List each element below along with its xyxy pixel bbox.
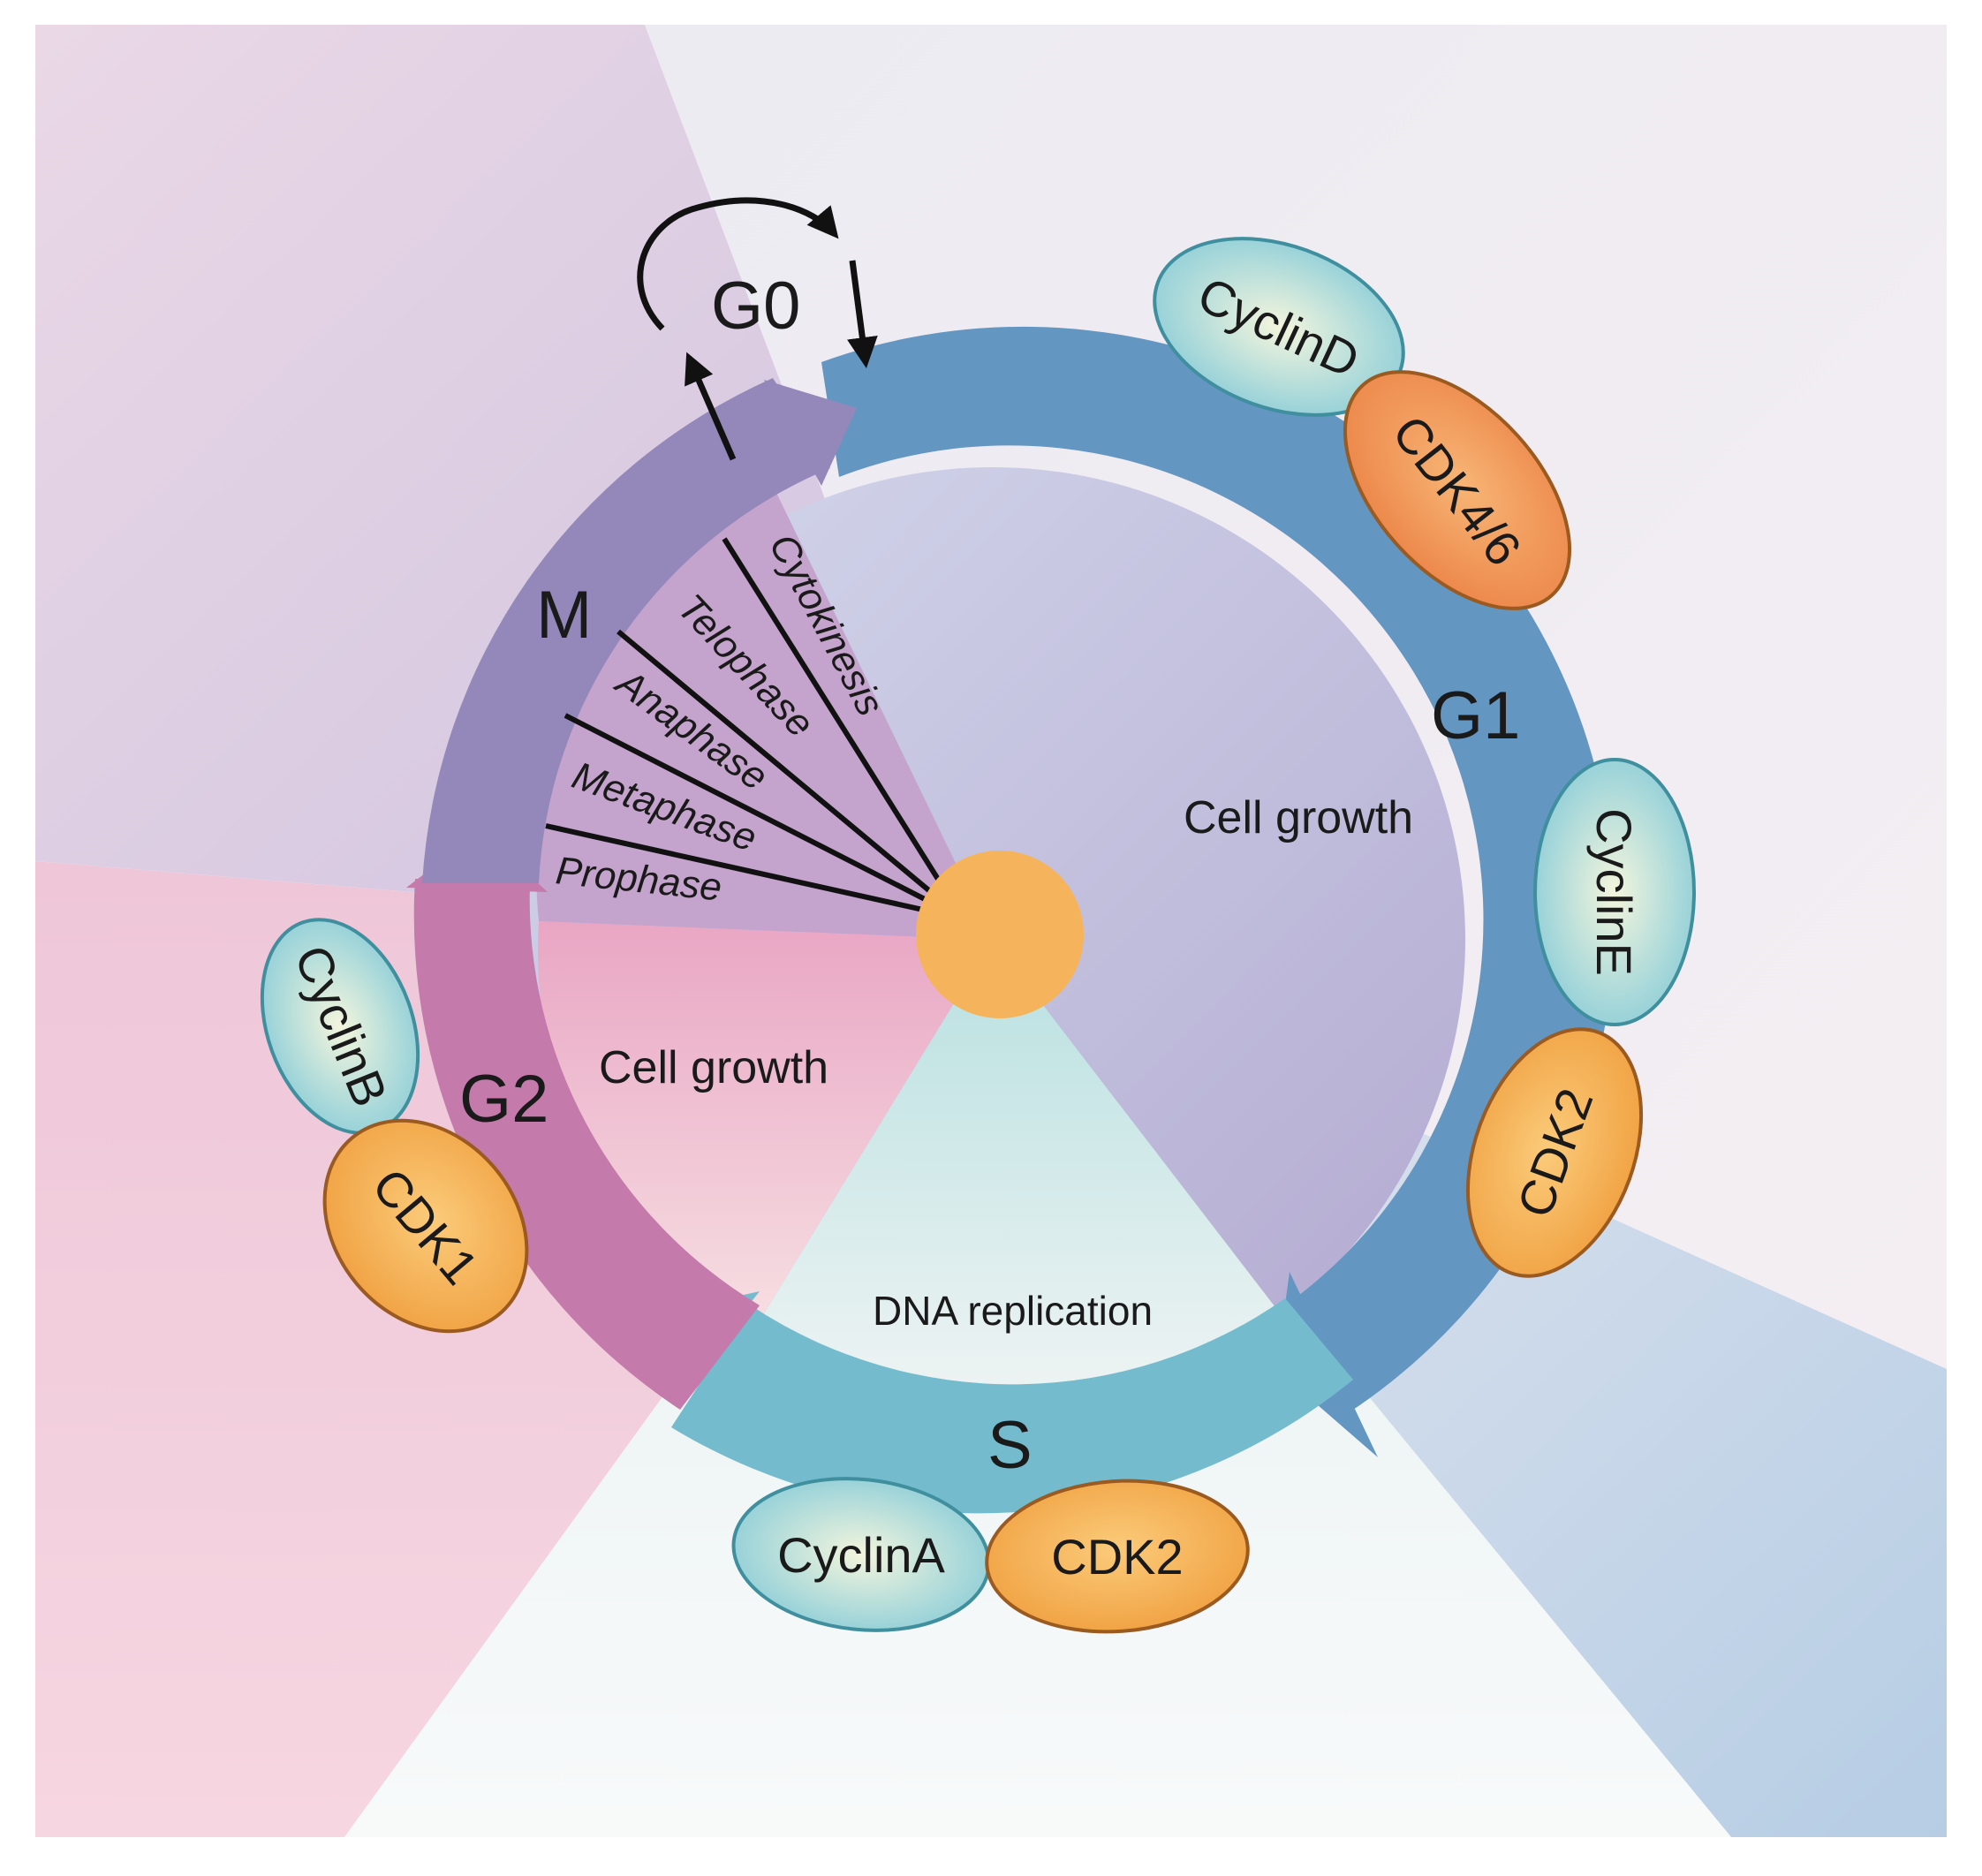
g2-arc [413, 879, 760, 1410]
mitosis-dividers [545, 537, 965, 921]
cyclina-label: CyclinA [777, 1527, 945, 1583]
cycle-ring [406, 326, 1615, 1514]
complex-cycline-cdk2: CyclinE CDK2 [1465, 758, 1696, 1278]
dna-replication-label: DNA replication [873, 1288, 1153, 1334]
phase-label-g2: G2 [459, 1062, 548, 1137]
complex-cyclinb-cdk1: CyclinB CDK1 [260, 918, 529, 1334]
cycline-protein [1533, 758, 1696, 1026]
s-arc [671, 1298, 1353, 1514]
g0-arrow-out [847, 260, 878, 368]
m-arrowhead [764, 380, 857, 486]
complex-cyclina-cdk2: CyclinA CDK2 [731, 1477, 1250, 1634]
g0-loop [637, 197, 878, 461]
cdk2-s-label: CDK2 [1051, 1529, 1183, 1585]
phase-label-s: S [987, 1408, 1033, 1483]
phase-label-g0: G0 [711, 269, 800, 344]
g0-arrow-exit [685, 352, 737, 461]
cdk2-g1-protein [1465, 1027, 1644, 1278]
cycline-label: CyclinE [1586, 808, 1642, 976]
g0-arrow-in [637, 197, 839, 331]
complex-cyclind-cdk46: CyclinD CDK4/6 [1153, 237, 1572, 610]
g1-growth-label: Cell growth [1184, 792, 1413, 843]
cdk46-protein [1343, 370, 1572, 610]
nucleus [916, 851, 1084, 1018]
phase-label-g1: G1 [1431, 678, 1520, 753]
cdk1-protein [322, 1118, 529, 1334]
cdk2-s-protein [985, 1479, 1250, 1634]
m-arc [422, 378, 830, 883]
g1-arc [821, 326, 1615, 1414]
phase-label-m: M [536, 578, 592, 653]
g2-growth-label: Cell growth [599, 1042, 828, 1093]
